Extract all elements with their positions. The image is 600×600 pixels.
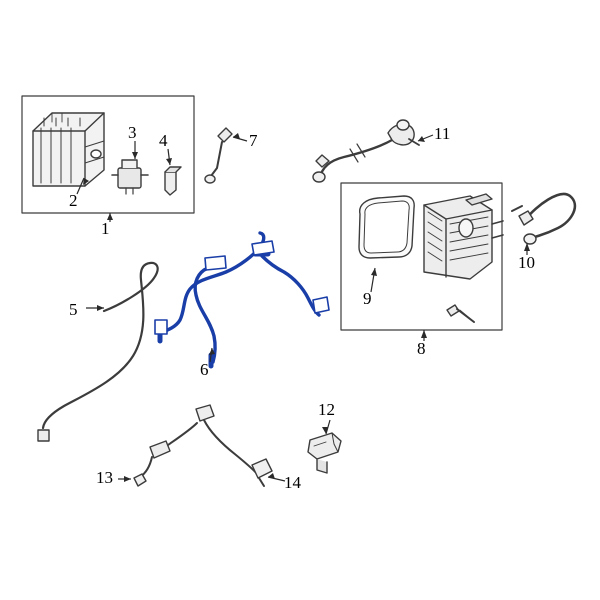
- gasket-part: [358, 195, 415, 259]
- sensor-part-14: [195, 404, 273, 487]
- callout-2: 2: [69, 191, 78, 210]
- callout-11: 11: [434, 124, 451, 143]
- bolt-part: [446, 304, 475, 323]
- callout-9: 9: [363, 289, 372, 308]
- tube-part-5: [37, 261, 159, 442]
- callout-5: 5: [69, 300, 78, 319]
- highlighted-hose-part-6: [157, 231, 321, 369]
- callout-7: 7: [249, 131, 258, 150]
- canister-part: [32, 112, 105, 187]
- bracket-part-7: [204, 127, 233, 184]
- callout-3: 3: [128, 123, 137, 142]
- purge-valve-part: [111, 159, 149, 195]
- sensor-part-13: [133, 422, 198, 487]
- callout-1: 1: [101, 219, 110, 238]
- callout-6: 6: [200, 360, 209, 379]
- vapor-hose-part-11: [312, 119, 420, 183]
- hose-part-10: [511, 192, 577, 245]
- callout-13: 13: [96, 468, 113, 487]
- callout-14: 14: [284, 473, 301, 492]
- leader-arrowheads: [83, 133, 530, 482]
- callout-12: 12: [318, 400, 335, 419]
- bracket-part-12: [307, 432, 342, 474]
- callout-4: 4: [159, 131, 168, 150]
- callout-8: 8: [417, 339, 426, 358]
- clip-part: [164, 166, 182, 196]
- module-body-part: [423, 193, 504, 280]
- hose-6-connectors: [154, 240, 330, 335]
- callout-10: 10: [518, 253, 535, 272]
